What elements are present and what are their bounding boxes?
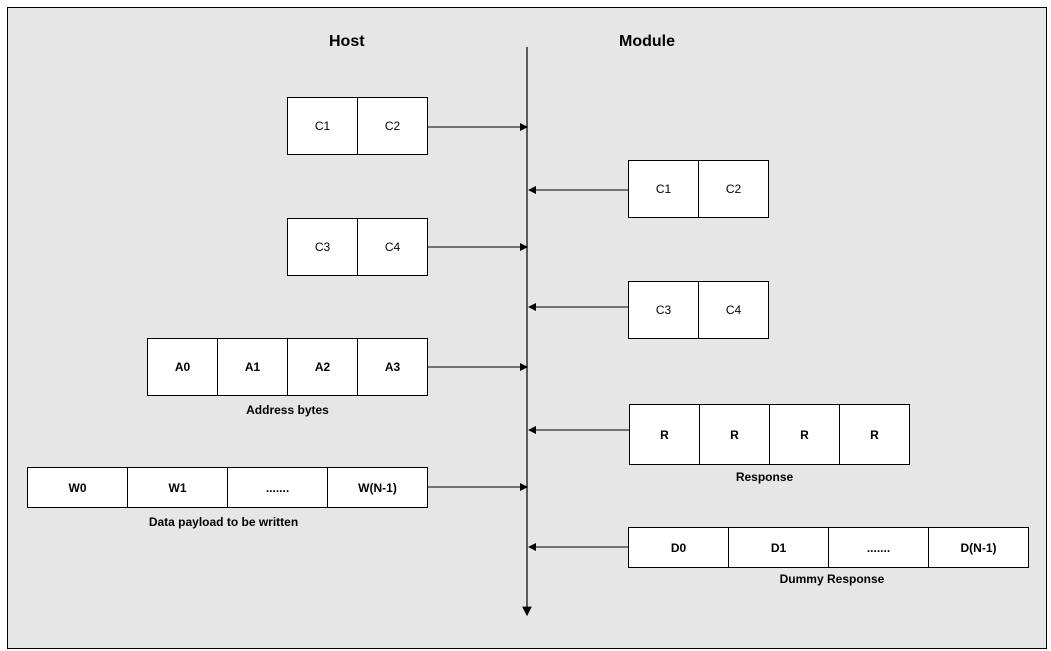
cell: A2	[287, 339, 357, 395]
host-command-1: C1 C2	[287, 97, 428, 155]
cell: C2	[357, 98, 427, 154]
data-payload-caption: Data payload to be written	[148, 515, 299, 529]
cell: A3	[357, 339, 427, 395]
cell: C1	[314, 119, 331, 133]
cell: W0	[68, 480, 87, 495]
cell: C1	[655, 182, 672, 196]
cell: A1	[217, 339, 287, 395]
address-bytes-caption: Address bytes	[246, 403, 329, 417]
host-command-2: C3 C4	[287, 218, 428, 276]
cell: R	[660, 427, 669, 442]
cell: D(N-1)	[928, 528, 1028, 567]
cell: W1	[127, 468, 227, 507]
module-command-2: C3 C4	[628, 281, 769, 339]
cell: C2	[698, 161, 768, 217]
cell: R	[839, 405, 909, 464]
module-command-1: C1 C2	[628, 160, 769, 218]
cell: D1	[728, 528, 828, 567]
cell: C3	[655, 303, 672, 317]
cell: R	[769, 405, 839, 464]
cell: C3	[314, 240, 331, 254]
host-data-payload: W0 W1 ....... W(N-1)	[27, 467, 428, 508]
dummy-response-caption: Dummy Response	[779, 572, 885, 586]
cell: A0	[174, 360, 191, 374]
module-response: R R R R	[629, 404, 910, 465]
cell: D0	[670, 540, 687, 555]
cell: R	[699, 405, 769, 464]
cell: .......	[828, 528, 928, 567]
module-header: Module	[619, 33, 675, 50]
cell: C4	[698, 282, 768, 338]
host-address-bytes: A0 A1 A2 A3	[147, 338, 428, 396]
module-dummy-response: D0 D1 ....... D(N-1)	[628, 527, 1029, 568]
cell: C4	[357, 219, 427, 275]
host-header: Host	[329, 33, 365, 50]
cell: .......	[227, 468, 327, 507]
cell: W(N-1)	[327, 468, 427, 507]
response-caption: Response	[735, 470, 794, 484]
